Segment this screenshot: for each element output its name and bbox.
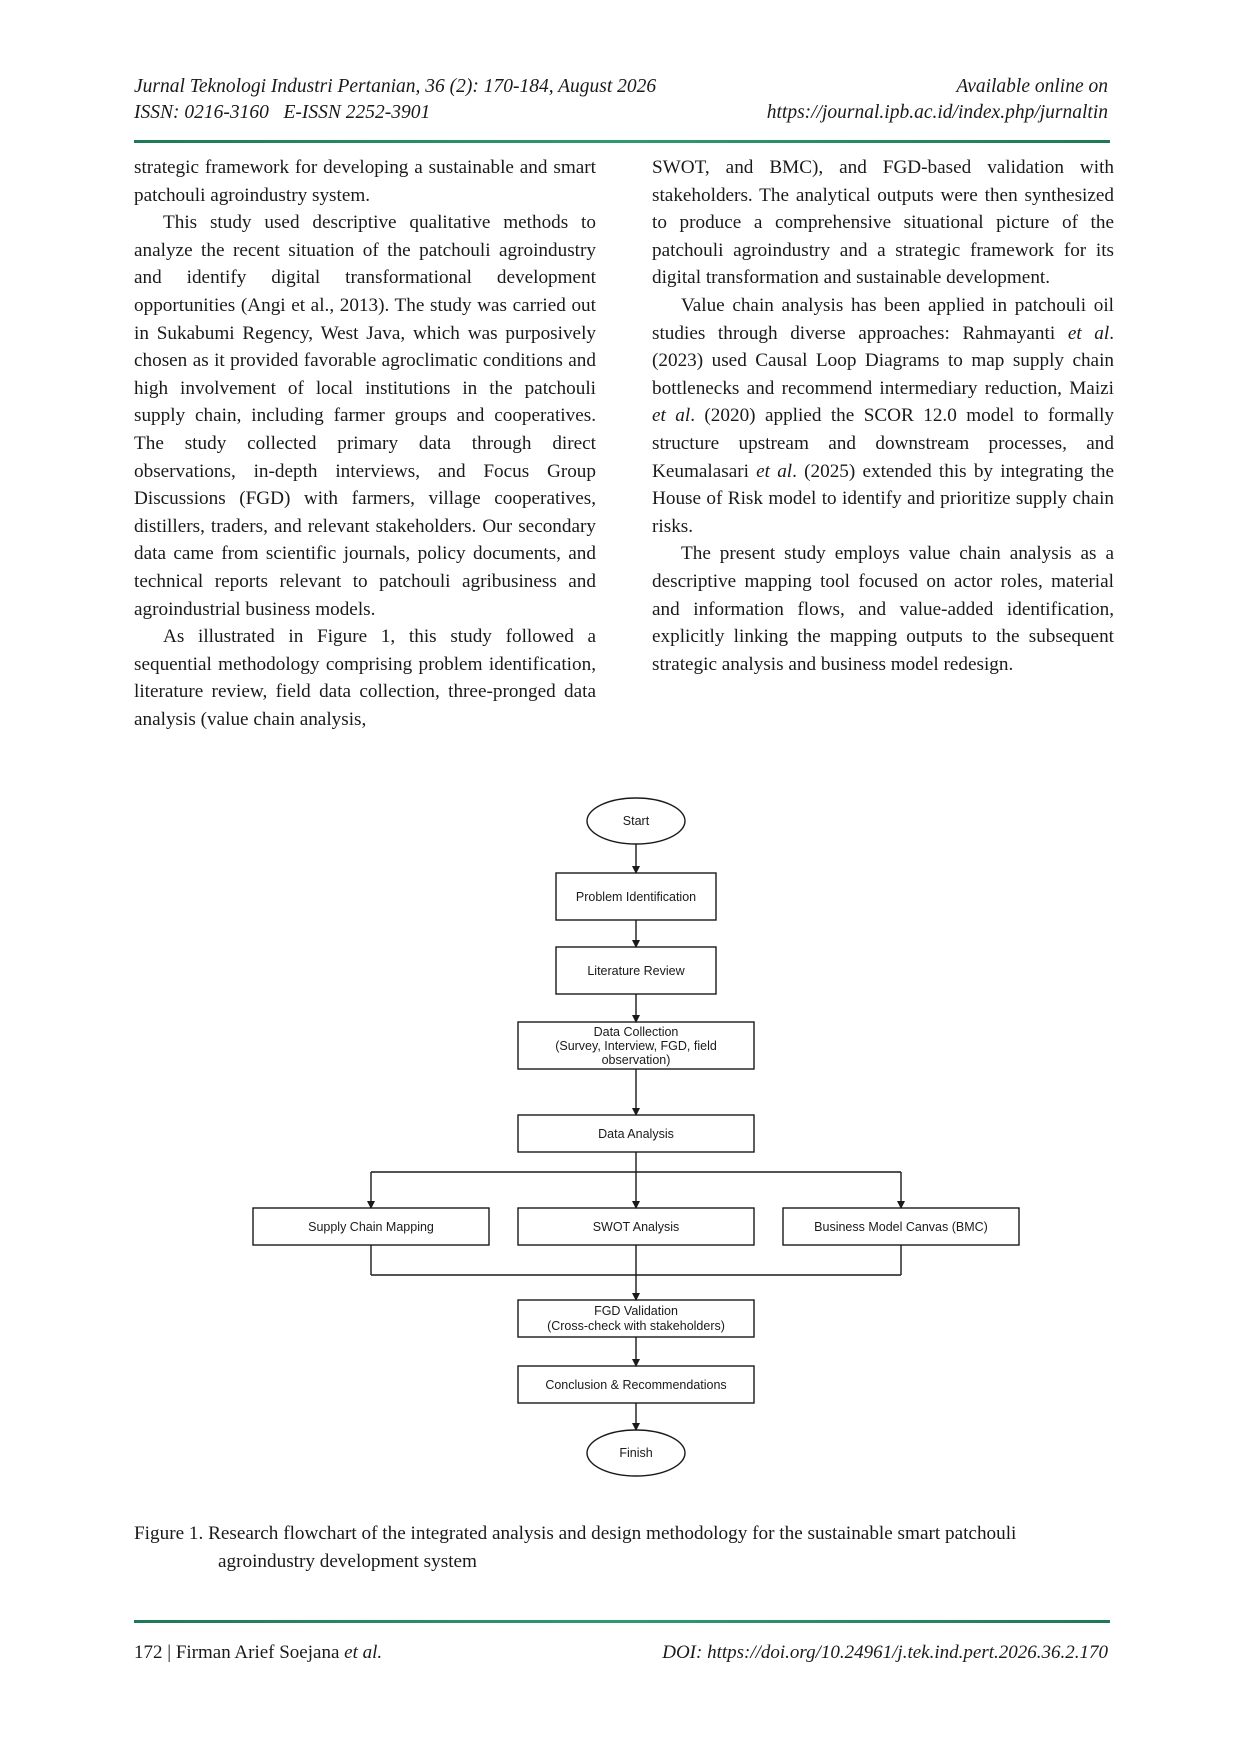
paragraph: SWOT, and BMC), and FGD-based validation… <box>652 157 1114 289</box>
supply-chain-mapping-box <box>252 1207 490 1246</box>
journal-header-right: Available online on https://journal.ipb.… <box>767 74 1108 126</box>
journal-issn: ISSN: 0216-3160 E-ISSN 2252-3901 <box>134 102 431 123</box>
bmc-box <box>782 1207 1020 1246</box>
footer-rule <box>134 1620 1110 1623</box>
text-span: Value chain analysis has been applied in… <box>652 294 1114 344</box>
problem-identification-label: Problem Identification <box>576 890 696 904</box>
swot-analysis-box <box>517 1207 755 1246</box>
separator: | <box>162 1642 176 1663</box>
fgd-validation-label: (Cross-check with stakeholders) <box>547 1319 725 1333</box>
bmc-label: Business Model Canvas (BMC) <box>814 1220 988 1234</box>
data-collection-label: observation) <box>602 1053 671 1067</box>
journal-citation: Jurnal Teknologi Industri Pertanian, 36 … <box>134 76 657 97</box>
data-analysis-box <box>517 1114 755 1153</box>
et-al: et al. <box>344 1642 383 1663</box>
caption-line: Figure 1. Research flowchart of the inte… <box>134 1523 1017 1544</box>
conclusion-label: Conclusion & Recommendations <box>545 1378 726 1392</box>
et-al: et al <box>1067 322 1110 344</box>
research-flowchart: Start Problem Identification Literature … <box>252 797 1020 1477</box>
page-number: 172 <box>134 1642 163 1663</box>
et-al: et al <box>756 460 793 482</box>
paragraph: Value chain analysis has been applied in… <box>652 292 1114 540</box>
data-analysis-label: Data Analysis <box>598 1127 674 1141</box>
journal-url[interactable]: https://journal.ipb.ac.id/index.php/jurn… <box>766 102 1108 123</box>
conclusion-box <box>517 1365 755 1404</box>
caption-line: agroindustry development system <box>218 1551 477 1572</box>
text-span: . (2020) applied the SCOR 12.0 model to … <box>652 405 1114 482</box>
journal-header-left: Jurnal Teknologi Industri Pertanian, 36 … <box>134 74 656 126</box>
problem-identification-box <box>555 872 717 921</box>
footer-left: 172 | Firman Arief Soejana et al. <box>134 1640 382 1666</box>
text-span: . (2025) extended this by integrating th… <box>652 460 1114 537</box>
figure-caption: Figure 1. Research flowchart of the inte… <box>134 1520 1114 1576</box>
available-online-label: Available online on <box>956 76 1108 97</box>
paragraph: strategic framework for developing a sus… <box>134 157 596 206</box>
header-rule <box>134 140 1110 143</box>
et-al: et al <box>652 405 691 427</box>
author: Firman Arief Soejana <box>175 1642 345 1663</box>
paragraph: The present study employs value chain an… <box>652 543 1114 675</box>
literature-review-label: Literature Review <box>587 964 685 978</box>
start-label: Start <box>623 814 650 828</box>
data-collection-label: Data Collection <box>594 1025 679 1039</box>
right-column: SWOT, and BMC), and FGD-based validation… <box>652 154 1114 678</box>
data-collection-box <box>517 1021 755 1070</box>
fgd-validation-label: FGD Validation <box>594 1304 678 1318</box>
finish-label: Finish <box>619 1446 652 1460</box>
doi-link[interactable]: DOI: https://doi.org/10.24961/j.tek.ind.… <box>662 1642 1108 1663</box>
paragraph: This study used descriptive qualitative … <box>134 212 596 620</box>
swot-analysis-label: SWOT Analysis <box>593 1220 680 1234</box>
data-collection-label: (Survey, Interview, FGD, field <box>555 1039 717 1053</box>
paragraph: As illustrated in Figure 1, this study f… <box>134 626 596 730</box>
left-column: strategic framework for developing a sus… <box>134 154 596 733</box>
supply-chain-mapping-label: Supply Chain Mapping <box>308 1220 434 1234</box>
text-span: . (2023) used Causal Loop Diagrams to ma… <box>652 322 1114 399</box>
literature-review-box <box>555 946 717 995</box>
